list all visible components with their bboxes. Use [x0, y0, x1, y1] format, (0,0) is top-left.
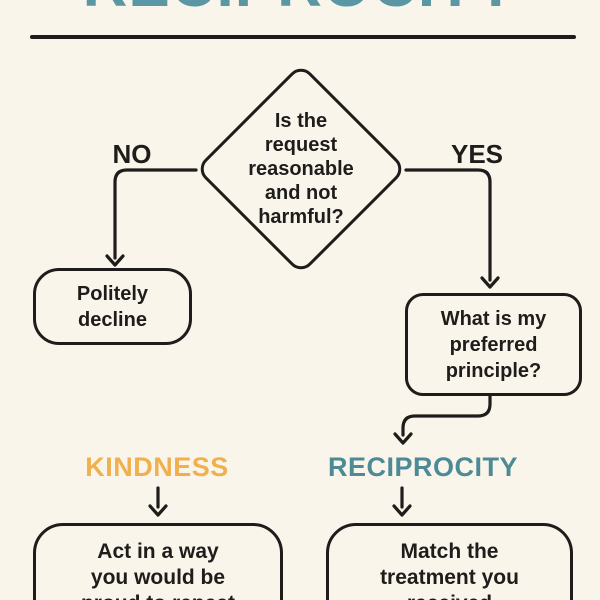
connector-no-line — [113, 168, 198, 260]
kindness-branch-label: KINDNESS — [85, 452, 229, 482]
reciprocity-branch-label: RECIPROCITY — [327, 452, 519, 482]
page-title: RECIPROCITY — [0, 0, 600, 17]
connector-yes-line — [404, 168, 492, 282]
decision-question-line: harmful? — [258, 206, 344, 229]
kindness-action-node: Act in a way you would be proud to repea… — [33, 523, 283, 600]
politely-decline-line: decline — [78, 308, 147, 331]
decision-question-line: Is the — [274, 109, 328, 132]
reciprocity-action-line: Match the — [400, 540, 499, 563]
title-divider — [30, 35, 576, 39]
decision-question-line: and not — [264, 182, 338, 205]
kindness-action-line: Act in a way — [97, 540, 219, 563]
politely-decline-line: Politely — [76, 282, 149, 305]
kindness-action-line: you would be — [90, 566, 226, 590]
preferred-principle-line: preferred — [449, 333, 538, 356]
decision-question-line: request — [264, 133, 338, 156]
yes-edge-label: YES — [450, 139, 504, 169]
arrowhead-yes-icon — [480, 276, 500, 289]
reciprocity-action-line: treatment you — [380, 566, 519, 590]
decision-question: Is the request reasonable and not harmfu… — [231, 106, 371, 232]
kindness-action-line: proud to repeat — [81, 591, 235, 600]
connector-principle-line — [401, 394, 492, 437]
preferred-principle-line: What is my — [440, 307, 547, 330]
arrowhead-reciprocity-icon — [392, 504, 412, 517]
preferred-principle-node: What is my preferred principle? — [405, 293, 582, 396]
decision-question-line: reasonable — [248, 157, 354, 180]
reciprocity-action-node: Match the treatment you received — [326, 523, 573, 600]
arrowhead-kindness-icon — [148, 504, 168, 517]
reciprocity-action-line: received — [407, 591, 492, 600]
arrowhead-principle-icon — [393, 432, 413, 445]
politely-decline-node: Politely decline — [33, 268, 192, 345]
no-edge-label: NO — [112, 139, 152, 169]
preferred-principle-line: principle? — [445, 359, 542, 382]
arrowhead-no-icon — [105, 254, 125, 267]
